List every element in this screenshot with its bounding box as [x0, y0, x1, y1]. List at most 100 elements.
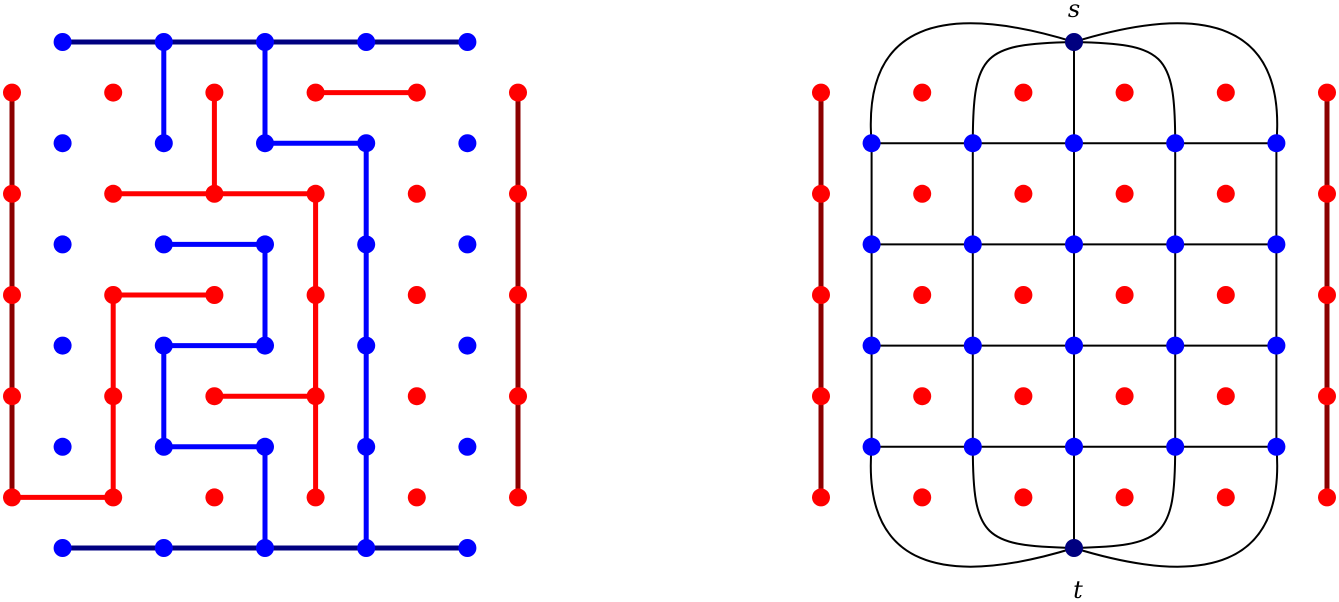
red-node [407, 286, 426, 304]
grid-node [1267, 437, 1286, 456]
grid-node [1166, 437, 1185, 456]
red-node [306, 83, 325, 102]
grid-node [862, 235, 881, 254]
red-node [104, 83, 123, 102]
boundary-node [509, 387, 527, 406]
curved-edge [1073, 446, 1177, 549]
blue-node [256, 134, 274, 153]
red-node [913, 83, 932, 102]
curved-edge [1073, 22, 1279, 144]
red-node [104, 488, 123, 507]
grid-node [1065, 437, 1083, 456]
grid-edges [818, 22, 1330, 568]
sink-label: t [1073, 576, 1083, 602]
grid-node [963, 235, 982, 254]
left-panel [3, 33, 527, 557]
boundary-node [509, 488, 527, 507]
rail-node [256, 539, 274, 557]
blue-node [53, 336, 72, 355]
blue-node [458, 235, 477, 254]
red-node [1216, 286, 1235, 304]
blue-node [458, 437, 477, 456]
curved-edge [971, 41, 1075, 144]
boundary-node [812, 83, 830, 102]
boundary-node [509, 83, 527, 102]
boundary-node [812, 488, 830, 507]
boundary-node [812, 286, 830, 304]
red-node [1014, 83, 1033, 102]
grid-node [963, 336, 982, 355]
curved-edge [1073, 446, 1279, 568]
boundary-node [3, 488, 21, 507]
grid-nodes [812, 33, 1336, 557]
blue-node [256, 336, 274, 355]
red-node [1115, 184, 1134, 203]
rail-node [357, 539, 376, 557]
blue-node [357, 134, 376, 153]
curved-edge [1073, 41, 1177, 144]
rail-node [154, 33, 173, 51]
blue-node [256, 437, 274, 456]
right-panel: s t [812, 0, 1336, 602]
red-node [407, 184, 426, 203]
red-node [104, 184, 123, 203]
boundary-node [812, 184, 830, 203]
grid-node [1166, 134, 1185, 153]
boundary-node [509, 286, 527, 304]
red-node [407, 387, 426, 406]
red-node [913, 488, 932, 507]
boundary-node [1318, 286, 1336, 304]
red-node [913, 286, 932, 304]
grid-node [1065, 134, 1083, 153]
red-node [1014, 184, 1033, 203]
blue-node [53, 134, 72, 153]
grid-node [1166, 336, 1185, 355]
grid-node [1065, 235, 1083, 254]
blue-node [154, 235, 173, 254]
grid-node [963, 134, 982, 153]
red-node [306, 488, 325, 507]
boundary-node [509, 184, 527, 203]
boundary-node [1318, 387, 1336, 406]
boundary-node [1318, 488, 1336, 507]
boundary-node [812, 387, 830, 406]
sink-node [1065, 539, 1083, 557]
grid-node [1267, 235, 1286, 254]
blue-node [53, 235, 72, 254]
blue-node [53, 437, 72, 456]
red-node [1014, 387, 1033, 406]
blue-node [154, 336, 173, 355]
rail-node [154, 539, 173, 557]
curved-edge [869, 22, 1075, 144]
rail-node [53, 539, 72, 557]
rail-node [53, 33, 72, 51]
red-node [1216, 83, 1235, 102]
blue-node [154, 134, 173, 153]
red-node [1014, 488, 1033, 507]
red-node [1216, 488, 1235, 507]
blue-node [357, 437, 376, 456]
red-node [1115, 488, 1134, 507]
rail-node [256, 33, 274, 51]
grid-node [862, 134, 881, 153]
grid-node [1267, 134, 1286, 153]
grid-node [862, 437, 881, 456]
grid-node [963, 437, 982, 456]
red-node [205, 488, 224, 507]
boundary-node [3, 83, 21, 102]
source-node [1065, 33, 1083, 51]
red-node [913, 184, 932, 203]
red-node [1115, 387, 1134, 406]
boundary-node [3, 184, 21, 203]
red-node [104, 387, 123, 406]
blue-node [357, 336, 376, 355]
red-node [1216, 387, 1235, 406]
red-node [1115, 286, 1134, 304]
blue-node [458, 336, 477, 355]
rail-node [458, 33, 477, 51]
blue-node [357, 235, 376, 254]
grid-node [862, 336, 881, 355]
boundary-node [1318, 184, 1336, 203]
red-node [306, 286, 325, 304]
grid-node [1166, 235, 1185, 254]
